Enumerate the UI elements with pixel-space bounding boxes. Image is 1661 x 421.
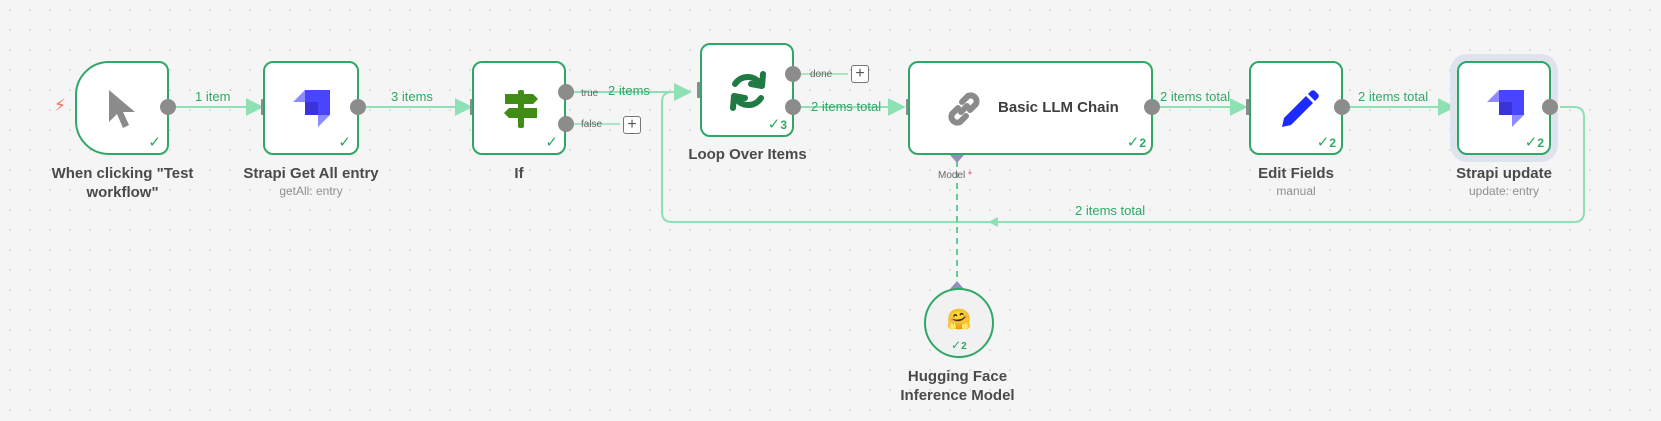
- signpost-icon: [500, 87, 542, 131]
- if-true-handle[interactable]: [558, 84, 574, 100]
- edit-node-label: Edit Fields: [1258, 165, 1334, 182]
- trigger-output-handle[interactable]: [160, 99, 176, 115]
- loop-done-handle[interactable]: [785, 66, 801, 82]
- llm-node[interactable]: Basic LLM Chain ✓2: [908, 61, 1153, 155]
- pencil-icon: [1277, 87, 1321, 131]
- hugging-face-emoji-icon: 🤗: [946, 308, 972, 331]
- strapi-get-node-label: Strapi Get All entry: [243, 165, 379, 182]
- strapi-update-output-handle[interactable]: [1542, 99, 1558, 115]
- link-chain-icon: [942, 87, 986, 131]
- strapi-update-node[interactable]: ✓2: [1457, 61, 1551, 155]
- edge-label-update-loop: 2 items total: [1075, 203, 1146, 218]
- run-count-badge: ✓2: [1126, 134, 1146, 151]
- if-true-label: true: [581, 88, 599, 99]
- edge-label-trigger-strapi: 1 item: [195, 89, 231, 104]
- run-count-badge: ✓2: [1316, 134, 1336, 151]
- strapi-update-node-subtitle: update: entry: [1468, 184, 1540, 198]
- trigger-node[interactable]: ✓: [75, 61, 169, 155]
- trigger-node-label: When clicking "Test workflow": [51, 165, 194, 201]
- edge-update-to-loop[interactable]: [661, 83, 1585, 223]
- edge-label-loop-llm: 2 items total: [811, 99, 882, 114]
- if-false-label: false: [581, 119, 603, 130]
- refresh-icon: [726, 69, 770, 113]
- cursor-arrow-icon: [105, 87, 141, 131]
- loop-node[interactable]: ✓3: [700, 43, 794, 137]
- run-count-badge: ✓2: [951, 338, 967, 352]
- run-count-badge: ✓2: [1524, 134, 1544, 151]
- edge-label-llm-edit: 2 items total: [1160, 89, 1231, 104]
- edit-node[interactable]: ✓2: [1249, 61, 1343, 155]
- edge-label-strapi-if: 3 items: [391, 89, 433, 104]
- edge-label-if-loop: 2 items: [608, 83, 650, 98]
- if-false-add-button[interactable]: +: [623, 116, 641, 134]
- success-check-icon: ✓: [338, 134, 351, 151]
- edit-output-handle[interactable]: [1334, 99, 1350, 115]
- loop-loop-handle[interactable]: [785, 99, 801, 115]
- strapi-get-node[interactable]: ✓: [263, 61, 359, 155]
- llm-model-input-label: Model *: [938, 170, 972, 181]
- loop-node-label: Loop Over Items: [688, 146, 807, 163]
- success-check-icon: ✓: [545, 134, 558, 151]
- edge-back-arrow: [988, 217, 998, 227]
- hugging-face-node-label: Hugging Face Inference Model: [900, 368, 1015, 404]
- if-false-handle[interactable]: [558, 116, 574, 132]
- strapi-update-node-label: Strapi update: [1456, 165, 1552, 182]
- success-check-icon: ✓: [148, 134, 161, 151]
- run-count-badge: ✓3: [767, 116, 787, 133]
- strapi-logo-icon: [291, 87, 333, 129]
- strapi-logo-icon: [1485, 87, 1527, 129]
- if-node-label: If: [514, 165, 524, 182]
- strapi-get-output-handle[interactable]: [350, 99, 366, 115]
- loop-done-add-button[interactable]: +: [851, 65, 869, 83]
- trigger-bolt-icon: ⚡: [54, 96, 66, 115]
- edge-label-edit-update: 2 items total: [1358, 89, 1429, 104]
- if-node[interactable]: ✓: [472, 61, 566, 155]
- edit-node-subtitle: manual: [1276, 184, 1316, 198]
- strapi-get-node-subtitle: getAll: entry: [279, 184, 343, 198]
- loop-done-label: done: [810, 69, 833, 80]
- llm-node-title: Basic LLM Chain: [998, 99, 1119, 116]
- hugging-face-node[interactable]: 🤗 ✓2: [924, 288, 994, 358]
- llm-output-handle[interactable]: [1144, 99, 1160, 115]
